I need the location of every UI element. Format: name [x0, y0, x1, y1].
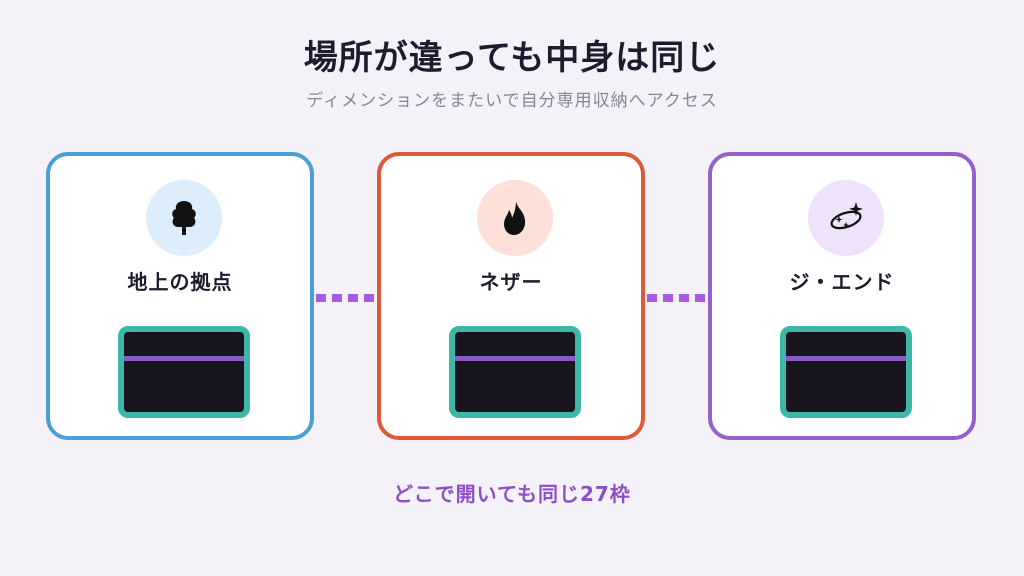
end-icon-badge — [808, 180, 884, 256]
fire-icon — [504, 201, 526, 235]
card-the-end: ジ・エンド — [708, 152, 976, 440]
shared-chest-the-end — [780, 326, 912, 418]
connector-overworld-nether — [316, 294, 374, 302]
card-nether: ネザー — [377, 152, 645, 440]
shared-chest-nether — [449, 326, 581, 418]
shared-chest-overworld — [118, 326, 250, 418]
footer-caption: どこで開いても同じ27枠 — [393, 482, 631, 506]
card-label-the-end: ジ・エンド — [789, 270, 895, 294]
tree-icon — [172, 201, 196, 235]
overworld-icon-badge — [146, 180, 222, 256]
nether-icon-badge — [477, 180, 553, 256]
card-overworld: 地上の拠点 — [46, 152, 314, 440]
card-label-nether: ネザー — [479, 270, 543, 294]
diagram-subtitle: ディメンションをまたいで自分専用収納へアクセス — [306, 91, 718, 111]
chest-band — [786, 356, 906, 361]
chest-band — [455, 356, 575, 361]
connector-nether-end — [647, 294, 705, 302]
chest-band — [124, 356, 244, 361]
sparkle-orbit-icon — [830, 202, 863, 230]
card-label-overworld: 地上の拠点 — [127, 270, 233, 294]
diagram-title: 場所が違っても中身は同じ — [303, 38, 721, 78]
